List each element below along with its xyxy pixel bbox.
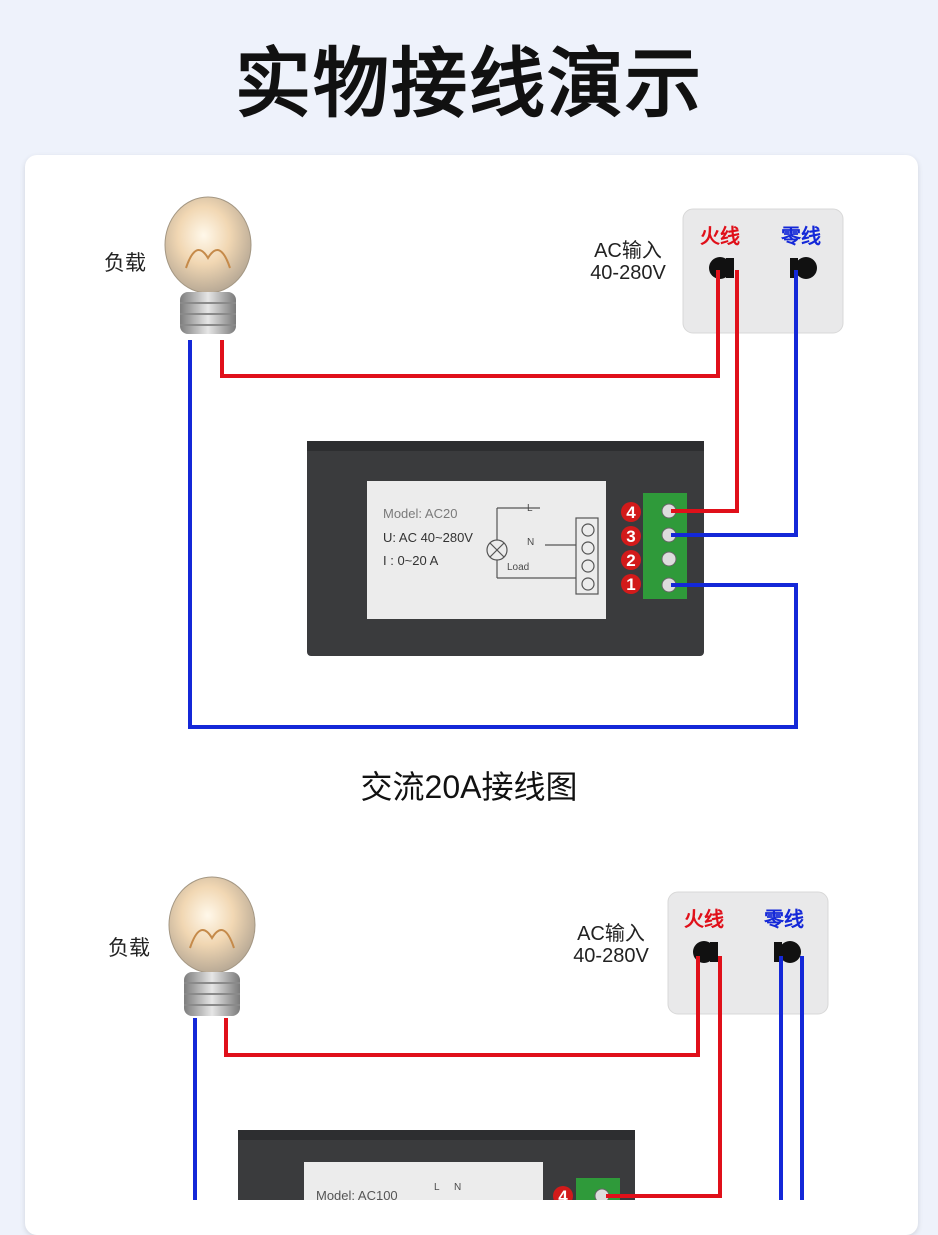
- live-socket-icon: [709, 257, 734, 279]
- ac-socket-panel: [682, 208, 844, 334]
- schematic-n-label-2: N: [454, 1182, 462, 1193]
- terminal-4-label: 4: [626, 503, 636, 522]
- terminal-3-label: 3: [626, 527, 635, 546]
- light-bulb-icon: [164, 196, 252, 334]
- ac-input-label: AC输入 40-280V: [580, 240, 676, 284]
- schematic-l-label-2: L: [434, 1182, 440, 1193]
- wires-diagram2: [193, 956, 804, 1200]
- live-wire-to-terminal4-2: [606, 956, 722, 1198]
- schematic-l-label: L: [527, 503, 533, 514]
- ac-input-text-2: AC输入: [577, 923, 645, 945]
- neutral-wire-label-2: 零线: [764, 909, 804, 931]
- live-wire-to-load: [220, 270, 720, 378]
- ac-voltage-text: 40-280V: [590, 262, 666, 284]
- meter-nameplate: Model: AC20 U: AC 40~280V I : 0~20 A L N…: [367, 481, 606, 619]
- schematic-load-label: Load: [507, 562, 530, 573]
- meter-current-spec: I : 0~20 A: [383, 553, 439, 568]
- meter-schematic: [486, 507, 599, 595]
- wires-diagram1: [188, 270, 798, 729]
- meter-model-2: Model: AC100: [316, 1188, 398, 1203]
- neutral-socket-icon: [790, 257, 817, 279]
- live-wire-to-load-2: [224, 956, 700, 1057]
- neutral-socket-icon: [774, 941, 801, 963]
- load-label: 负载: [104, 252, 146, 275]
- schematic-n-label: N: [527, 537, 535, 548]
- terminal-1-label: 1: [626, 575, 635, 594]
- terminal-4-label-2: 4: [558, 1187, 568, 1200]
- light-bulb-icon: [168, 876, 256, 1016]
- load-label-2: 负载: [108, 937, 150, 960]
- meter-model: Model: AC20: [383, 506, 458, 521]
- live-wire-label: 火线: [700, 226, 740, 248]
- page-title: 实物接线演示: [235, 39, 703, 128]
- ac-socket-panel-2: [667, 891, 829, 1015]
- neutral-wire-to-terminal3: [671, 270, 798, 537]
- wiring-diagram: 4 3 2 1 4: [164, 196, 844, 1200]
- diagram1-caption: 交流20A接线图: [360, 769, 578, 805]
- meter-voltage-spec: U: AC 40~280V: [383, 530, 473, 545]
- neutral-wire-label: 零线: [781, 226, 821, 248]
- ac-input-text: AC输入: [594, 240, 662, 262]
- live-wire-label-2: 火线: [684, 909, 724, 931]
- neutral-wire-load-to-terminal1: [188, 340, 798, 729]
- ac-input-label-2: AC输入 40-280V: [563, 923, 659, 967]
- power-meter-ac20: [307, 441, 704, 656]
- power-meter-ac100: 4: [238, 1130, 635, 1200]
- terminal-badges: 4 3 2 1: [621, 502, 641, 594]
- terminal-2-label: 2: [626, 551, 635, 570]
- meter-nameplate-2: Model: AC100 L N: [304, 1162, 543, 1203]
- ac-voltage-text-2: 40-280V: [573, 945, 649, 967]
- live-wire-to-terminal4: [671, 270, 739, 513]
